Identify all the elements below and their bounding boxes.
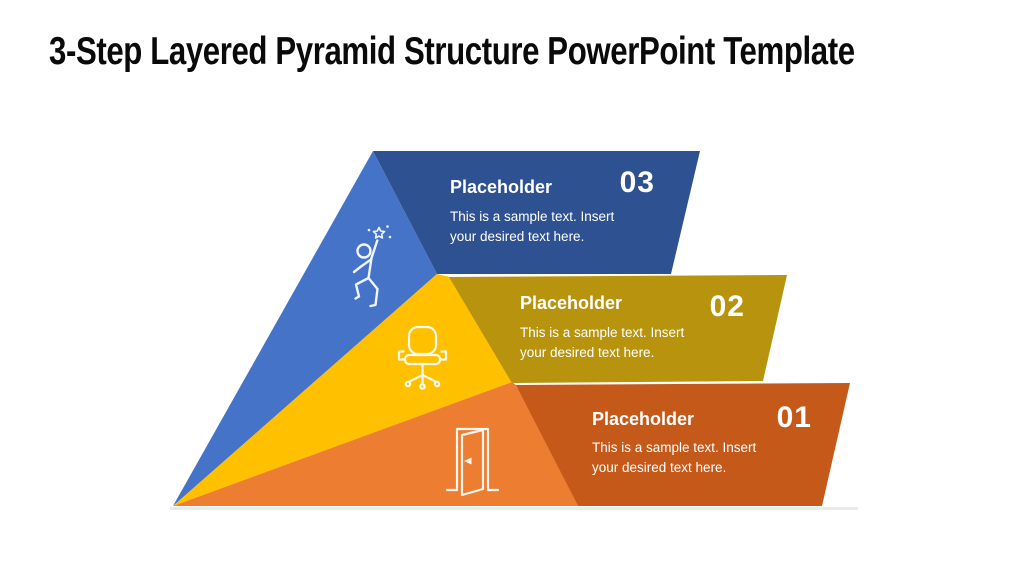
step-2-number: 02 [709,290,745,323]
star-shape [372,226,386,239]
step-3-description: This is a sample text. Insert your desir… [450,209,615,244]
door-leaf [460,428,485,497]
person-left-leg [354,276,370,300]
pyramid-face-step-2 [173,274,512,506]
chair-wheel [404,380,412,388]
step-3-number: 03 [619,166,655,199]
person-torso [367,256,373,280]
chair-wheel [433,380,441,388]
door-frame [445,427,500,492]
open-door-icon [445,427,500,497]
pyramid-face-step-1 [173,382,578,506]
step-2-label: Placeholder [520,293,623,313]
office-chair-icon [397,325,448,390]
chair-armrest-left [397,350,407,361]
star-dot [367,228,371,232]
person-right-leg [367,276,379,308]
chair-wheel [419,383,426,390]
pyramid-band-step-3 [373,151,700,274]
person-raised-arm [370,239,379,260]
chair-legs [408,373,437,385]
step-1-number: 01 [776,401,812,434]
person-head [356,243,372,259]
pyramid-band-step-1 [516,383,850,506]
star-dot [386,225,389,228]
step-3-label: Placeholder [450,177,553,197]
step-2-description: This is a sample text. Insert your desir… [520,325,685,360]
step-1-description: This is a sample text. Insert your desir… [592,440,757,475]
step-1-label: Placeholder [592,409,695,429]
pyramid-face-step-3 [173,151,437,506]
slide-title: 3-Step Layered Pyramid Structure PowerPo… [49,30,855,73]
door-handle [464,457,472,465]
chair-armrest-right [438,350,448,361]
star-dot [388,235,392,239]
pyramid-band-step-2 [449,275,787,383]
pyramid-shadow [170,507,858,510]
person-reaching-star-icon [352,225,392,308]
person-left-arm [352,258,373,274]
